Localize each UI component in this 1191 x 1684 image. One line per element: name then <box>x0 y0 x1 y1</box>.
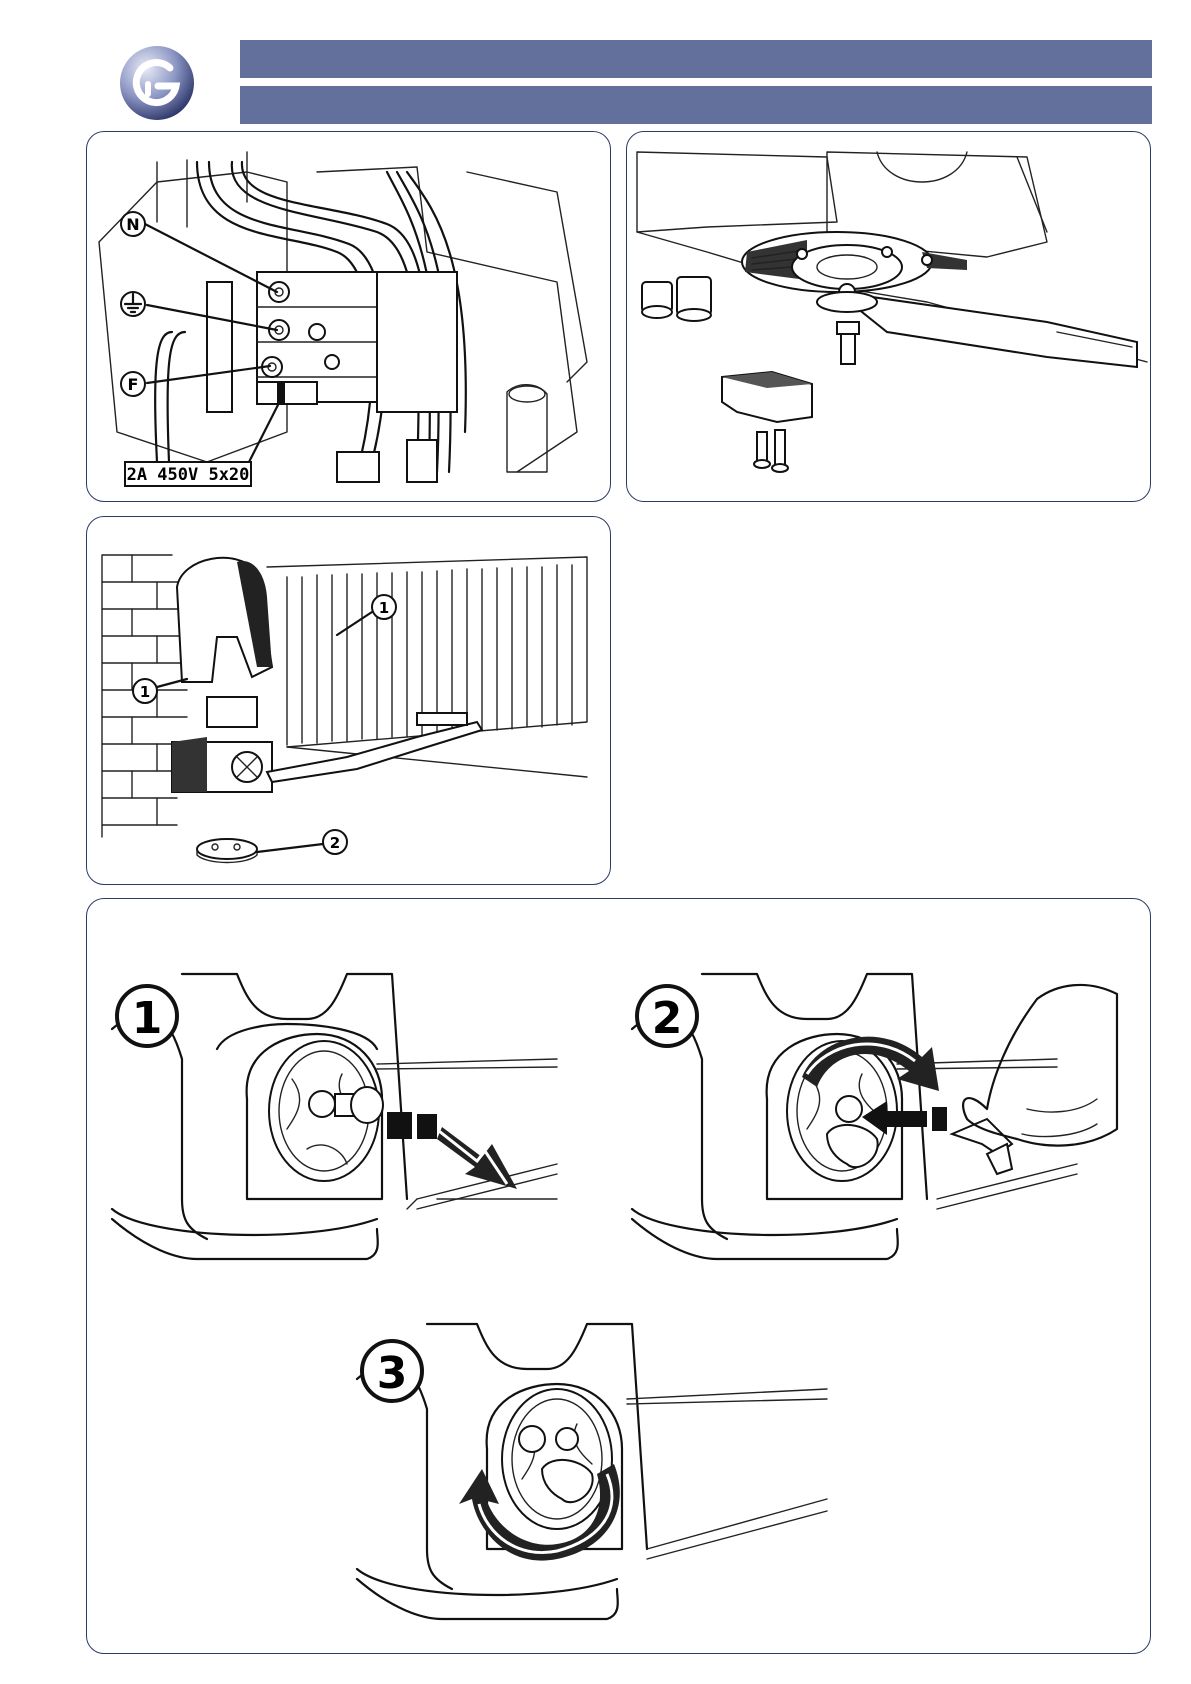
callout-phase: F <box>121 372 145 396</box>
wiring-illustration: N F 2A 450V 5x20 <box>87 132 611 502</box>
release-step-2: 2 <box>632 974 1117 1259</box>
step-2-number: 2 <box>652 993 683 1044</box>
step-3-number: 3 <box>377 1348 408 1399</box>
svg-text:2: 2 <box>330 834 340 852</box>
header-band-top <box>240 40 1152 78</box>
svg-text:1: 1 <box>379 599 389 617</box>
fuse-spec-label: 2A 450V 5x20 <box>127 465 250 485</box>
operator-underside-panel <box>626 131 1151 502</box>
step-1-number: 1 <box>132 993 163 1044</box>
wiring-diagram-panel: N F 2A 450V 5x20 <box>86 131 611 502</box>
release-step-1: 1 <box>112 974 557 1259</box>
manual-release-panel: 1 2 <box>86 898 1151 1654</box>
callout-2-base: 2 <box>323 830 347 854</box>
header-band-bottom <box>240 86 1152 124</box>
release-step-3: 3 <box>357 1324 827 1619</box>
earth-ground-icon <box>121 292 145 316</box>
callout-1-wall: 1 <box>133 679 157 703</box>
wall-mounting-panel: 1 1 2 <box>86 516 611 885</box>
svg-text:1: 1 <box>140 683 150 701</box>
operator-underside-illustration <box>627 132 1151 502</box>
manual-release-illustration: 1 2 <box>87 899 1151 1654</box>
svg-text:N: N <box>126 215 139 234</box>
svg-text:F: F <box>128 375 139 394</box>
callout-1-gate: 1 <box>372 595 396 619</box>
wall-mounting-illustration: 1 1 2 <box>87 517 611 885</box>
company-logo <box>118 44 196 122</box>
callout-neutral: N <box>121 212 145 236</box>
